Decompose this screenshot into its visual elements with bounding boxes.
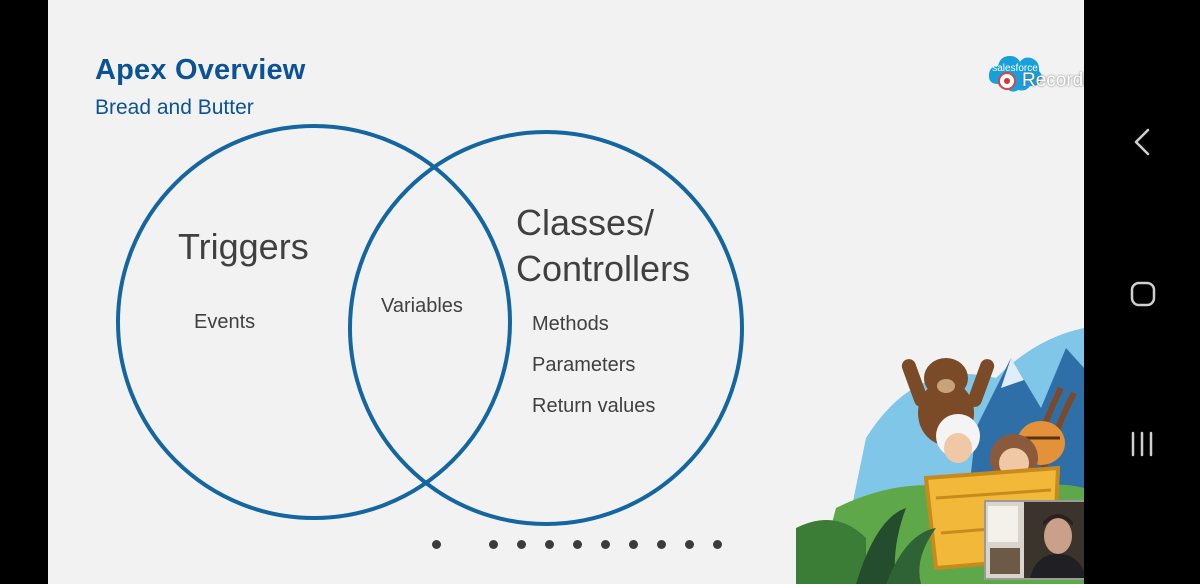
pagination-dot[interactable] <box>545 540 554 549</box>
venn-right-heading-line2: Controllers <box>516 248 691 289</box>
pagination-dot[interactable] <box>573 540 582 549</box>
venn-right-item: Return values <box>532 395 656 417</box>
venn-overlap-item: Variables <box>381 295 463 317</box>
pagination-dot[interactable] <box>685 540 694 549</box>
recent-apps-button[interactable] <box>1084 414 1200 474</box>
back-icon <box>1134 128 1150 156</box>
venn-diagram <box>116 124 744 526</box>
venn-left-heading: Triggers <box>178 226 309 267</box>
pagination-dot[interactable] <box>517 540 526 549</box>
home-button[interactable] <box>1084 264 1200 324</box>
recording-icon <box>998 72 1016 90</box>
back-button[interactable] <box>1084 112 1200 172</box>
venn-left-item: Events <box>194 311 256 333</box>
presentation-slide: Apex Overview Bread and Butter Triggers … <box>48 0 1084 584</box>
recent-apps-icon <box>1131 431 1153 457</box>
slide-subtitle: Bread and Butter <box>95 96 254 119</box>
home-icon <box>1130 281 1156 307</box>
pagination-dot[interactable] <box>657 540 666 549</box>
salesforce-logo-text: salesforce <box>992 63 1038 74</box>
venn-right-circle <box>348 130 744 526</box>
android-navigation-bar <box>1084 0 1200 584</box>
recording-indicator: Recording <box>998 70 1084 94</box>
venn-left-circle <box>116 124 512 520</box>
venn-right-item: Parameters <box>532 354 636 376</box>
pagination-dot[interactable] <box>601 540 610 549</box>
pagination-dot[interactable] <box>629 540 638 549</box>
pagination-dot[interactable] <box>713 540 722 549</box>
venn-right-item: Methods <box>532 313 609 335</box>
slide-title: Apex Overview <box>95 54 306 86</box>
pagination-dot[interactable] <box>432 540 441 549</box>
pagination-dot[interactable] <box>489 540 498 549</box>
recording-label: Recording <box>1022 70 1084 91</box>
venn-right-heading-line1: Classes/ <box>516 202 655 243</box>
